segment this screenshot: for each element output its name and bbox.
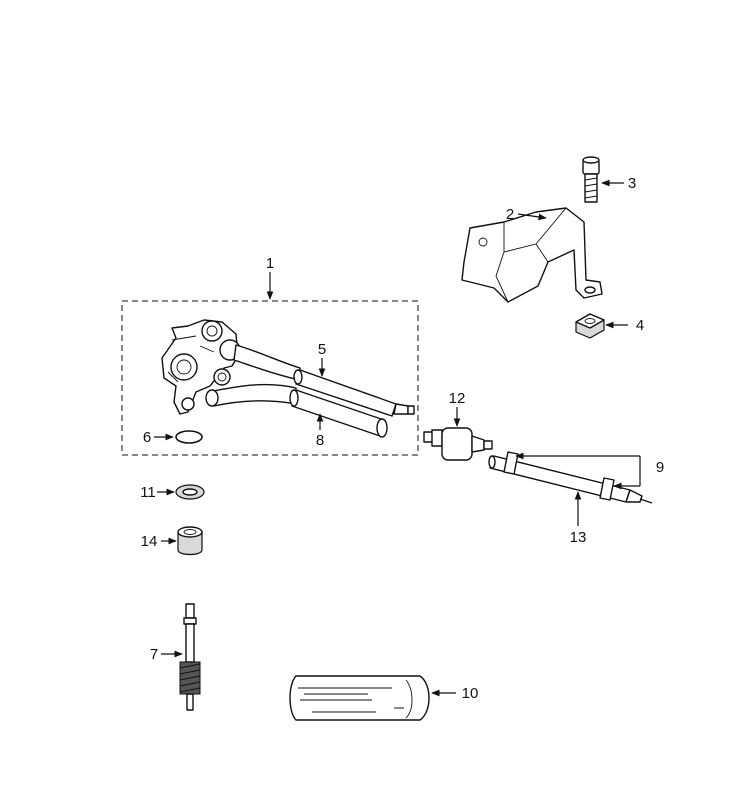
sealant-tube[interactable] [289,675,430,721]
callout-8: 8 [316,432,324,449]
callout-11: 11 [140,484,156,501]
upper-tube[interactable] [293,369,415,417]
leader-2 [517,213,547,221]
callout-9: 9 [656,459,664,476]
callout-6: 6 [143,429,151,446]
o-ring[interactable] [175,430,203,444]
callout-4: 4 [636,317,644,334]
callout-12: 12 [449,390,466,407]
assembly-group-box [121,300,419,456]
nut[interactable] [575,313,605,339]
mounting-bracket[interactable] [461,207,603,303]
bushing[interactable] [177,526,203,556]
callout-14: 14 [141,533,158,550]
washer[interactable] [175,484,205,500]
callout-10: 10 [462,685,479,702]
callout-5: 5 [318,341,326,358]
bolt[interactable] [582,156,600,203]
inline-filter[interactable] [423,427,493,461]
callout-2: 2 [506,206,514,223]
callout-13: 13 [570,529,587,546]
lower-tube[interactable] [289,389,388,438]
callout-7: 7 [150,646,158,663]
callout-3: 3 [628,175,636,192]
oil-pump-assembly[interactable] [161,319,301,415]
drive-shaft[interactable] [179,603,201,711]
fuel-pipe[interactable] [488,451,653,504]
callout-1: 1 [266,255,274,272]
